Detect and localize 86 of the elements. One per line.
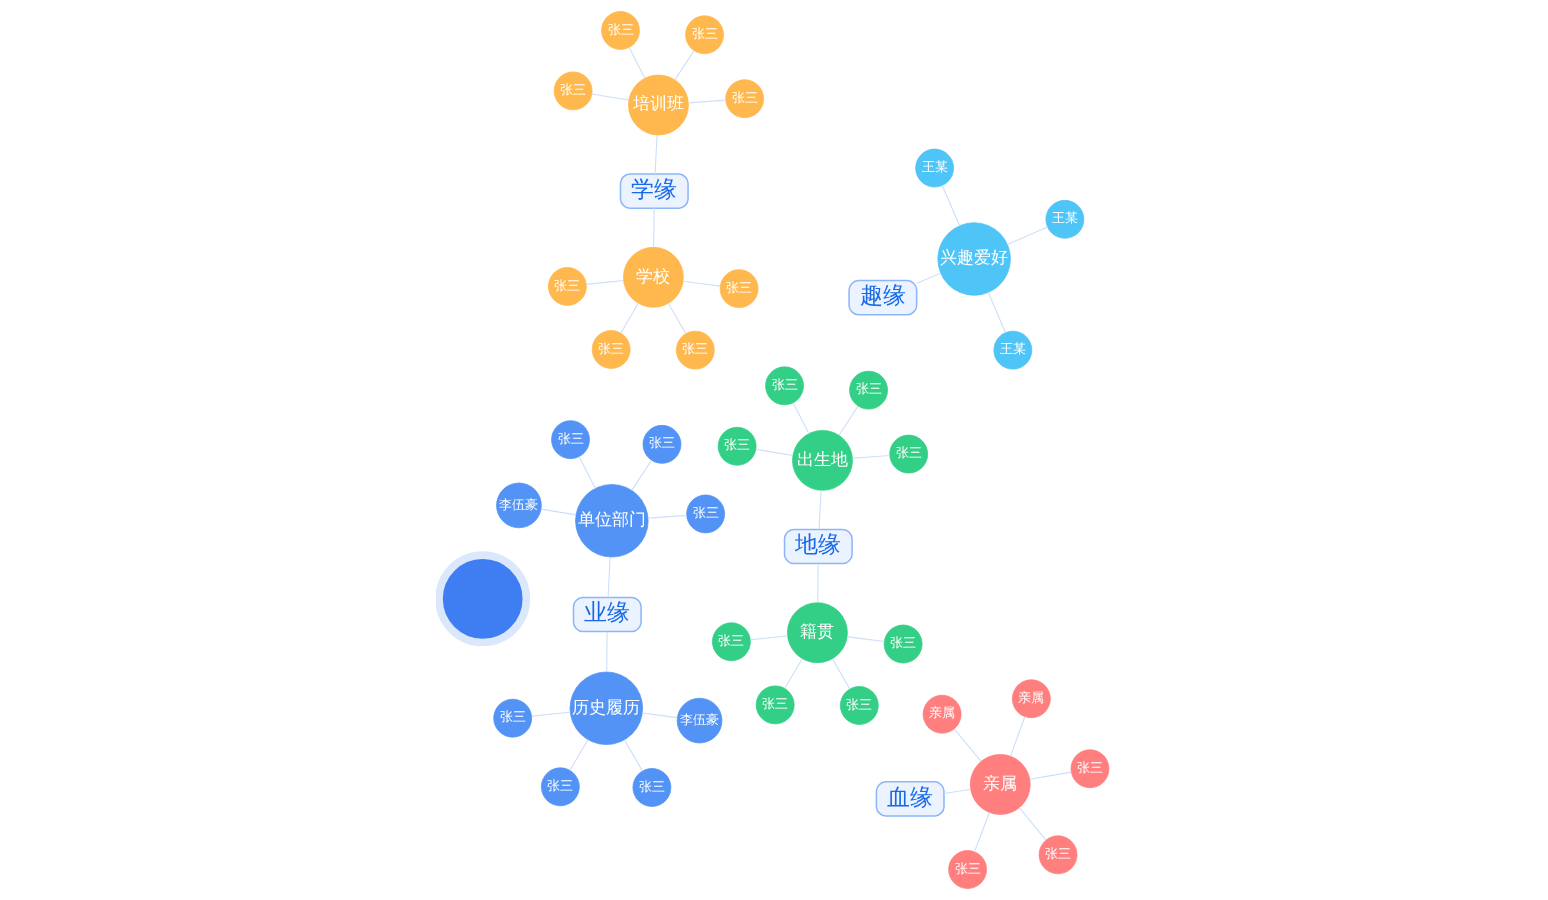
node-circle: 张三 (765, 366, 804, 406)
connector (674, 50, 695, 81)
connector (953, 728, 982, 762)
node-circle: 张三 (889, 434, 929, 474)
connector (569, 739, 589, 771)
connector (1009, 716, 1026, 757)
node-circle: 张三 (685, 15, 724, 55)
connector (943, 788, 972, 795)
node-circle: 籍贯 (787, 602, 848, 664)
connector (585, 279, 625, 285)
node-circle: 李伍豪 (496, 482, 542, 529)
connector (987, 291, 1006, 334)
connector (838, 405, 859, 436)
connector (531, 711, 571, 717)
node-circle: 张三 (686, 494, 725, 534)
connector (831, 658, 851, 690)
connector (620, 302, 639, 334)
node-circle: 亲属 (922, 694, 962, 734)
node-circle: 王某 (993, 330, 1033, 370)
connector (606, 631, 608, 673)
node-circle: 张三 (548, 267, 587, 306)
node-circle: 张三 (725, 79, 765, 119)
node-person (436, 551, 531, 647)
node-circle: 培训班 (628, 74, 689, 136)
node-circle: 张三 (1070, 749, 1110, 789)
node-circle: 张三 (551, 420, 590, 460)
node-circle: 张三 (553, 71, 593, 111)
connector (631, 459, 652, 491)
node-circle: 张三 (1038, 835, 1078, 875)
node-circle: 张三 (948, 850, 987, 889)
node-circle: 张三 (675, 330, 715, 370)
connector (749, 635, 789, 641)
connector (755, 448, 794, 457)
connector (682, 280, 721, 287)
node-circle: 张三 (591, 330, 631, 369)
node-circle: 张三 (493, 698, 533, 738)
node-circle: 学校 (623, 246, 684, 308)
node-box: 学缘 (619, 173, 689, 209)
node-circle: 单位部门 (575, 484, 649, 558)
connector (818, 489, 822, 530)
connector (852, 454, 891, 459)
connector (688, 99, 727, 104)
connector (973, 811, 991, 853)
node-circle: 王某 (915, 148, 954, 188)
connector (653, 207, 655, 248)
connector (667, 302, 687, 335)
connector (817, 563, 819, 604)
node-circle: 亲属 (1011, 679, 1051, 719)
node-circle: 亲属 (969, 754, 1031, 815)
node-circle: 张三 (849, 370, 888, 410)
connector (647, 514, 688, 519)
connector (628, 47, 646, 79)
connector (540, 508, 577, 516)
connector (654, 134, 658, 175)
connector (607, 556, 611, 598)
connector (641, 712, 678, 719)
node-box: 地缘 (783, 528, 853, 565)
connector (1018, 807, 1047, 841)
node-circle: 张三 (541, 767, 580, 807)
node-circle: 出生地 (792, 430, 853, 491)
connector (846, 636, 885, 643)
node-box: 业缘 (572, 596, 642, 633)
connector (578, 456, 596, 490)
node-circle: 王某 (1045, 199, 1085, 239)
node-circle: 张三 (883, 624, 923, 664)
node-circle: 张三 (719, 269, 759, 308)
node-circle: 张三 (717, 426, 757, 466)
connector (784, 658, 803, 689)
node-circle: 历史履历 (569, 671, 643, 745)
node-circle: 张三 (712, 622, 751, 662)
connector (916, 272, 942, 284)
node-box: 趣缘 (848, 279, 918, 316)
connector (591, 93, 630, 101)
node-circle: 张三 (601, 11, 640, 50)
connector (1006, 226, 1048, 245)
node-circle: 张三 (839, 686, 879, 725)
node-circle: 张三 (755, 685, 795, 725)
connector (792, 402, 810, 435)
node-circle: 张三 (632, 768, 672, 807)
node-circle: 兴趣爱好 (937, 222, 1011, 296)
node-box: 血缘 (875, 781, 945, 817)
connector (623, 739, 643, 772)
node-circle: 李伍豪 (676, 697, 723, 744)
connector (941, 185, 961, 227)
connector (1029, 771, 1072, 780)
node-circle: 张三 (642, 425, 682, 464)
